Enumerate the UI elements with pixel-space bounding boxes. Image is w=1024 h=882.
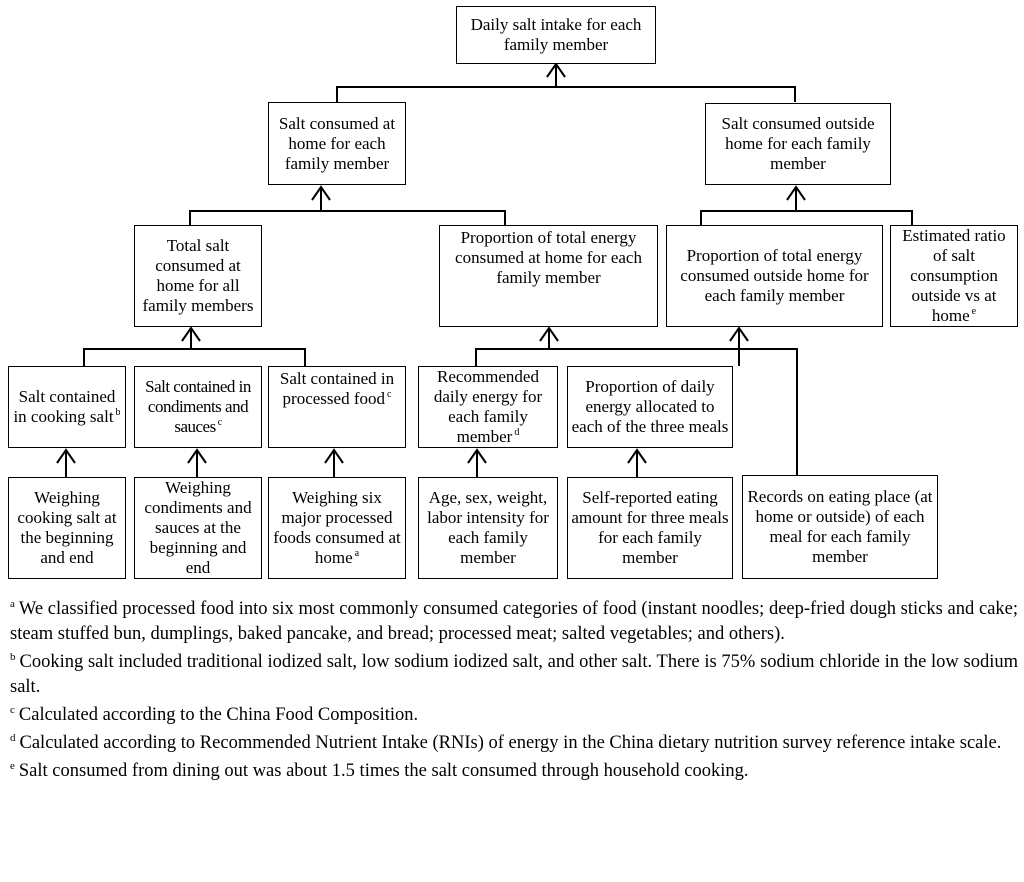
footnote-mark: c bbox=[10, 703, 15, 716]
connector-home-bracket bbox=[189, 210, 506, 225]
node-prop-daily-meals: Proportion of daily energy allocated to … bbox=[567, 366, 733, 448]
footnote-mark: c bbox=[217, 417, 222, 429]
node-text: Salt contained in processed food bbox=[279, 369, 395, 408]
node-eating-place-records: Records on eating place (at home or outs… bbox=[742, 475, 938, 579]
arrow-salt-condiments bbox=[187, 448, 207, 464]
flow-connectors bbox=[56, 62, 913, 477]
node-text: Salt contained in condiments and sauces bbox=[145, 377, 251, 436]
connector-top-bracket bbox=[336, 86, 796, 102]
node-recommended-energy: Recommended daily energy for each family… bbox=[418, 366, 558, 448]
node-label: Proportion of daily energy allocated to … bbox=[571, 377, 729, 436]
node-total-salt-home-all: Total salt consumed at home for all fami… bbox=[134, 225, 262, 327]
node-salt-outside-home: Salt consumed outside home for each fami… bbox=[705, 103, 891, 185]
node-text: Estimated ratio of salt consumption outs… bbox=[902, 226, 1006, 325]
node-ratio-outside-home: Estimated ratio of salt consumption outs… bbox=[890, 225, 1018, 327]
arrow-salt-cooking bbox=[56, 448, 76, 464]
connector-outside-bracket bbox=[700, 210, 913, 225]
footnote-text: Cooking salt included traditional iodize… bbox=[10, 652, 1018, 697]
node-label: Records on eating place (at home or outs… bbox=[747, 487, 933, 566]
footnote-text: Salt consumed from dining out was about … bbox=[18, 761, 749, 781]
node-label: Proportion of total energy consumed outs… bbox=[680, 246, 869, 305]
node-label: Salt consumed outside home for each fami… bbox=[721, 114, 875, 173]
node-prop-energy-outside: Proportion of total energy consumed outs… bbox=[666, 225, 883, 327]
node-demographics: Age, sex, weight, labor intensity for ea… bbox=[418, 477, 558, 579]
arrow-salt-processed bbox=[324, 448, 344, 464]
node-daily-salt-intake: Daily salt intake for each family member bbox=[456, 6, 656, 64]
node-label: Daily salt intake for each family member bbox=[470, 15, 642, 54]
node-text: Salt contained in cooking salt bbox=[13, 387, 116, 426]
node-text: Recommended daily energy for each family… bbox=[433, 367, 543, 446]
connector-total-bracket bbox=[83, 348, 306, 366]
footnote-mark: b bbox=[10, 650, 16, 663]
footnote-mark: e bbox=[971, 306, 977, 318]
arrow-total-home-all bbox=[181, 326, 201, 342]
node-label: Age, sex, weight, labor intensity for ea… bbox=[427, 488, 549, 567]
arrow-prop-energy-outside bbox=[729, 326, 749, 342]
footnote-mark: a bbox=[354, 548, 360, 560]
node-label: Total salt consumed at home for all fami… bbox=[142, 236, 254, 315]
arrow-daily-total bbox=[546, 62, 566, 78]
footnote-text: We classified processed food into six mo… bbox=[10, 599, 1018, 644]
footnote-mark: d bbox=[514, 427, 520, 439]
arrow-prop-daily-meals bbox=[627, 448, 647, 464]
node-label: Recommended daily energy for each family… bbox=[422, 367, 554, 447]
node-label: Salt consumed at home for each family me… bbox=[278, 113, 396, 173]
node-label: Proportion of total energy consumed at h… bbox=[455, 228, 642, 287]
arrow-recommended-energy bbox=[467, 448, 487, 464]
footnote-mark: d bbox=[10, 731, 16, 744]
footnote-mark: c bbox=[387, 389, 392, 401]
node-weigh-processed: Weighing six major processed foods consu… bbox=[268, 477, 406, 579]
arrow-prop-energy-home bbox=[539, 326, 559, 342]
footnote-mark: e bbox=[10, 759, 15, 772]
footnote-text: Calculated according to Recommended Nutr… bbox=[19, 733, 1002, 753]
node-salt-at-home: Salt consumed at home for each family me… bbox=[268, 102, 406, 185]
node-self-reported-eating: Self-reported eating amount for three me… bbox=[567, 477, 733, 579]
node-label: Weighing cooking salt at the beginning a… bbox=[17, 488, 117, 567]
footnote-mark: a bbox=[10, 597, 15, 610]
node-weigh-condiments: Weighing condiments and sauces at the be… bbox=[134, 477, 262, 579]
node-label: Self-reported eating amount for three me… bbox=[571, 488, 729, 567]
node-label: Estimated ratio of salt consumption outs… bbox=[894, 226, 1014, 326]
node-label: Weighing condiments and sauces at the be… bbox=[144, 478, 252, 577]
node-label: Weighing six major processed foods consu… bbox=[272, 488, 402, 568]
footnote-mark: b bbox=[115, 407, 121, 419]
node-weigh-cooking: Weighing cooking salt at the beginning a… bbox=[8, 477, 126, 579]
arrow-at-home bbox=[311, 185, 331, 201]
arrow-outside-home bbox=[786, 185, 806, 201]
node-prop-energy-home: Proportion of total energy consumed at h… bbox=[439, 225, 658, 327]
connector-energy-bracket bbox=[475, 348, 798, 475]
footnote-text: Calculated according to the China Food C… bbox=[18, 705, 419, 725]
node-text: Weighing six major processed foods consu… bbox=[273, 488, 401, 567]
